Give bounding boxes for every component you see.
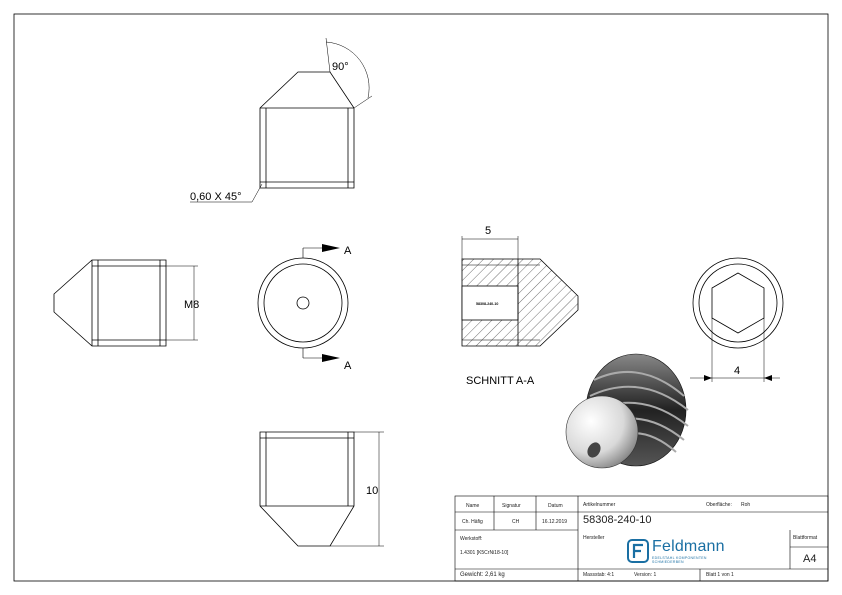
signature-label: Signatur — [502, 503, 521, 509]
title-block-grid — [454, 495, 829, 582]
scale: Massstab: 4:1 — [583, 572, 615, 578]
section-marker-top: A — [344, 245, 352, 257]
iso-render — [565, 353, 689, 469]
format-value: A4 — [803, 553, 817, 565]
name-label: Name — [466, 503, 480, 509]
name-value: Ch. Häfig — [462, 519, 483, 525]
article-label: Artikelnummer — [583, 502, 616, 508]
version: Version: 1 — [634, 572, 657, 578]
feldmann-logo: Feldmann EDELSTAHL KOMPONENTEN SCHMIEDER… — [624, 538, 725, 564]
thread-dim: M8 — [184, 299, 199, 311]
hex-dim-arrow-left — [704, 375, 712, 381]
section-width-dim: 5 — [485, 225, 491, 237]
sheet-border — [13, 13, 829, 582]
length-dim: 10 — [366, 485, 378, 497]
article-number: 58308-240-10 — [583, 514, 652, 526]
chamfer-dim: 0,60 X 45° — [190, 191, 242, 203]
manufacturer-name: Feldmann — [652, 538, 725, 555]
part-marking: 58308-240-10 — [476, 302, 498, 306]
date-label: Datum — [548, 503, 563, 509]
surface-value: Roh — [741, 502, 751, 508]
top-view — [190, 37, 373, 203]
material-label: Werkstoff: — [460, 536, 483, 542]
hex-size-dim: 4 — [734, 365, 740, 377]
material-value: 1.4301 [K5CrNi18-10] — [460, 550, 509, 556]
section-arrow-bottom — [322, 354, 340, 362]
section-view — [461, 236, 579, 347]
section-marker-bottom: A — [344, 360, 352, 372]
manufacturer-label: Hersteller — [583, 535, 605, 541]
date-value: 16.12.2019 — [542, 519, 568, 525]
hex-dim-arrow-right — [764, 375, 772, 381]
manufacturer-tagline: EDELSTAHL KOMPONENTEN SCHMIEDERBEN — [652, 556, 707, 564]
section-arrow-top — [322, 244, 340, 252]
weight: Gewicht: 2,61 kg — [460, 572, 505, 578]
sheet-number: Blatt 1 von 1 — [706, 572, 734, 578]
bottom-view — [259, 431, 384, 547]
surface-label: Oberfläche: — [706, 502, 732, 508]
front-view — [257, 247, 349, 359]
feldmann-logo-mark — [627, 539, 649, 563]
end-view — [690, 257, 784, 382]
left-view — [53, 259, 198, 347]
section-label: SCHNITT A-A — [466, 375, 535, 387]
signature-value: CH — [512, 519, 520, 525]
format-label: Blattformat — [793, 535, 818, 541]
angle-dim: 90° — [332, 61, 349, 73]
